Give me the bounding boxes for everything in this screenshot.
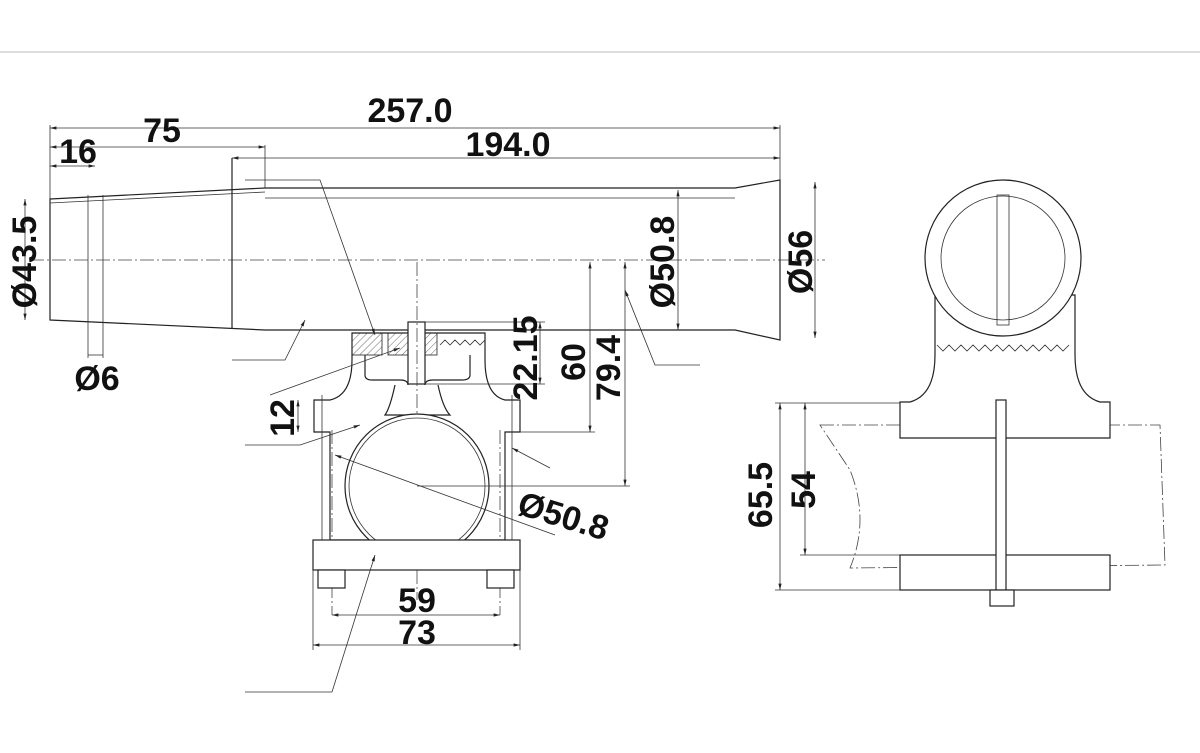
dim-bolt-spacing: 59 (398, 582, 436, 620)
tube-outline (49, 179, 781, 341)
dim-boss-height: 12 (264, 399, 302, 437)
dim-end-diameter: Ø43.5 (6, 216, 44, 309)
pipe-phantom-outline (819, 424, 1166, 569)
dim-pin-height: 22.15 (507, 315, 545, 400)
dim-taper-length: 75 (143, 112, 181, 150)
end-body (899, 294, 1111, 439)
dim-overall-length: 257.0 (367, 92, 452, 130)
dim-tube-diameter: Ø50.8 (644, 216, 682, 309)
dim-center-to-clamp: 60 (555, 343, 593, 381)
dim-plate-width: 73 (398, 614, 436, 652)
end-bolt-knob (989, 589, 1015, 607)
dim-pipe-diameter: Ø50.8 (513, 485, 613, 548)
dim-center-to-pipe: 79.4 (590, 335, 628, 401)
dim-end-length: 16 (59, 133, 97, 171)
dim-flare-diameter: Ø56 (782, 230, 820, 294)
dim-tube-length: 194.0 (465, 126, 550, 164)
end-tube-inner (940, 195, 1066, 321)
end-tube-outer (924, 179, 1082, 337)
bolt-knob-left (317, 569, 346, 589)
pin (407, 321, 426, 385)
dim-overall-height: 65.5 (742, 462, 780, 528)
end-bolt (995, 399, 1007, 591)
dim-ring-diameter: Ø6 (74, 360, 119, 398)
end-view: 65.5 54 (742, 179, 1166, 607)
bolt-knob-right (486, 569, 515, 589)
bottom-plate (312, 539, 521, 571)
side-view: 257.0 194.0 75 16 Ø43.5 Ø6 Ø50.8 Ø56 22.… (6, 92, 825, 693)
dim-clamp-gap: 54 (785, 471, 823, 509)
